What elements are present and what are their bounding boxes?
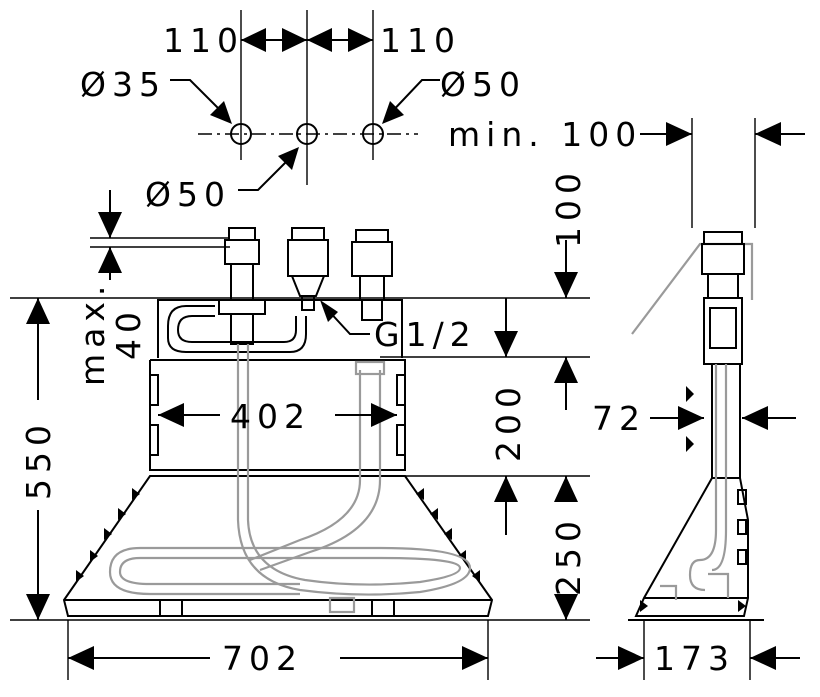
hole-layout: 110 110 Ø35 Ø50 Ø50 (80, 10, 526, 214)
dia-center-label: Ø50 (145, 175, 231, 214)
inner-width-dim: 402 (158, 397, 397, 436)
min-clearance-label: min. 100 (448, 115, 642, 154)
dia-right-label: Ø50 (440, 65, 526, 104)
mid-height-label: 200 (489, 381, 528, 462)
side-width-dim: 72 (592, 399, 796, 438)
vertical-dims-right: 200 250 (489, 298, 588, 620)
spacing-right-label: 110 (380, 21, 461, 60)
inner-width-label: 402 (230, 397, 311, 436)
total-width-dim: 702 (67, 620, 489, 680)
valve-right (351, 229, 393, 321)
lower-height-label: 250 (549, 515, 588, 596)
top-offset-dim: 100 (549, 167, 588, 298)
side-view (628, 231, 764, 621)
hole-right (362, 123, 384, 145)
side-base-dim: 173 (596, 620, 800, 680)
top-offset-label: 100 (549, 167, 588, 248)
valve-left (218, 227, 266, 345)
max-label: max. (73, 280, 112, 386)
max-height-dim: max. 40 (73, 190, 148, 386)
hole-left (230, 123, 252, 145)
max-value: 40 (109, 306, 148, 360)
total-height-dim: 550 (19, 298, 58, 620)
front-view: G1/2 (10, 227, 590, 621)
dia-left-label: Ø35 (80, 65, 166, 104)
thread-label: G1/2 (374, 315, 477, 354)
hose (108, 344, 472, 614)
min-clearance-dim: min. 100 (448, 115, 805, 228)
side-base-label: 173 (654, 639, 735, 678)
spacing-left-label: 110 (163, 21, 244, 60)
total-height-label: 550 (19, 419, 58, 500)
valve-center (287, 227, 329, 311)
side-width-label: 72 (592, 399, 646, 438)
hole-center (296, 123, 318, 145)
total-width-label: 702 (222, 639, 303, 678)
